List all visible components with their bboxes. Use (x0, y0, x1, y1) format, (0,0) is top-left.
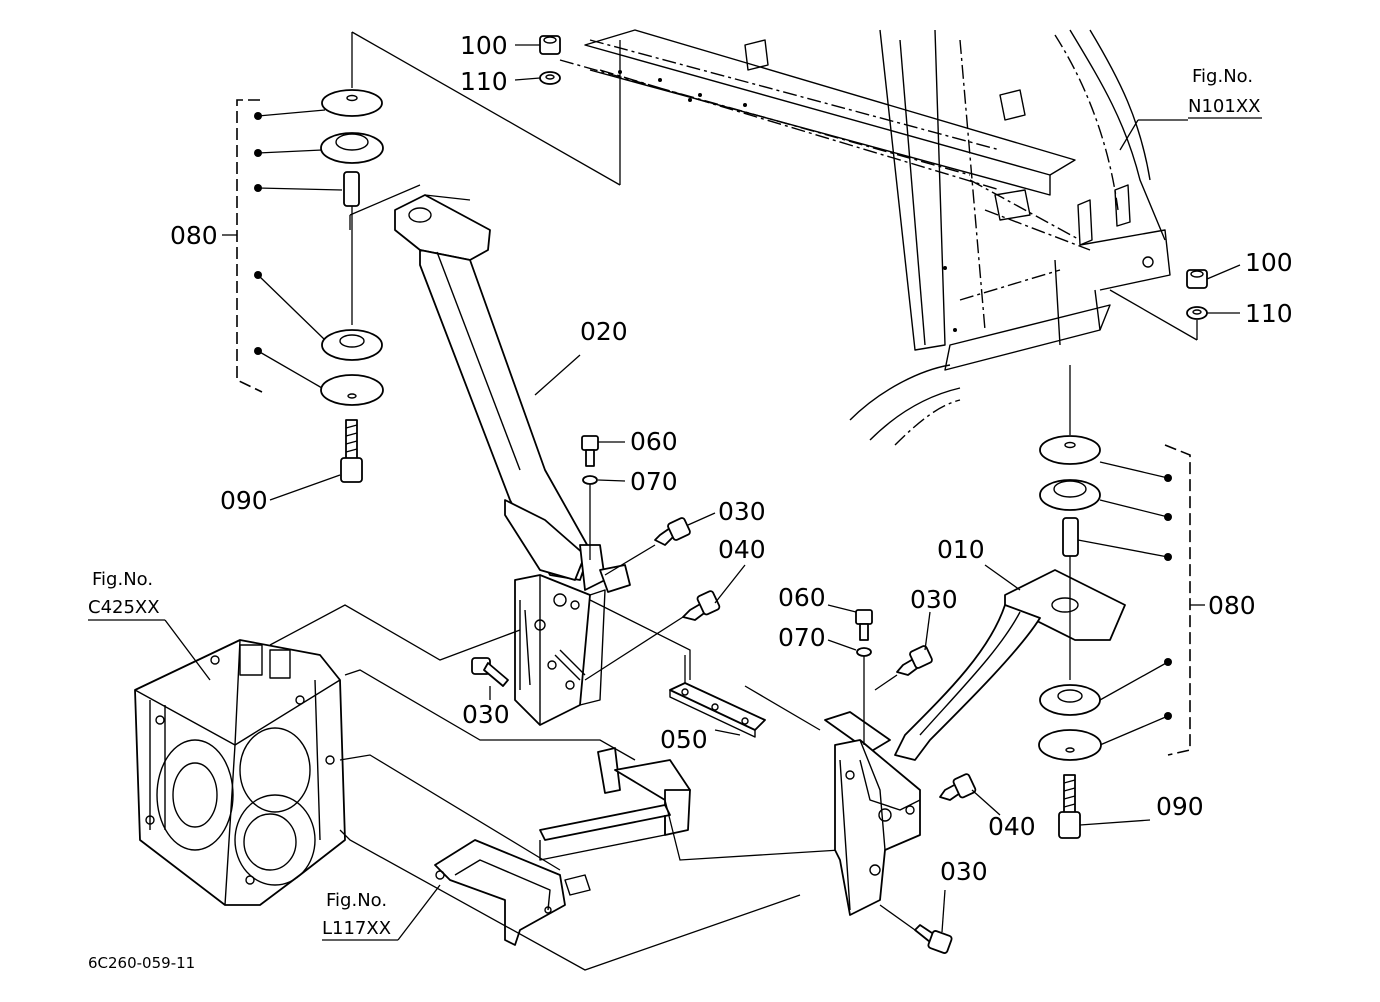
bolt-030-upper (604, 517, 691, 576)
label-010: 010 (937, 535, 985, 564)
diagram-code: 6C260-059-11 (88, 954, 195, 972)
lower-frame (434, 747, 691, 946)
bolt-040-right (939, 773, 977, 801)
nut-100-top (514, 35, 561, 85)
bracket-010 (824, 569, 1126, 916)
label-030-right-upper: 030 (910, 585, 958, 614)
bolt-030-lower-left (471, 657, 509, 687)
label-030-bottom-right: 030 (940, 857, 988, 886)
ref-n101-title: Fig.No. (1192, 66, 1253, 87)
label-090-left: 090 (220, 486, 268, 515)
label-060-left: 060 (630, 427, 678, 456)
bolt-030-bottom-right (879, 904, 953, 954)
label-070-left: 070 (630, 467, 678, 496)
ref-c425-code: C425XX (88, 597, 160, 618)
strap-050 (669, 655, 821, 738)
label-080-right: 080 (1208, 591, 1256, 620)
label-110-right: 110 (1245, 299, 1293, 328)
ref-l117-code: L117XX (322, 918, 391, 939)
cab-frame (559, 29, 1171, 446)
left-mount-stack (222, 31, 621, 483)
label-040-middle: 040 (718, 535, 766, 564)
label-100-top: 100 (460, 31, 508, 60)
label-030-lower-left: 030 (462, 700, 510, 729)
bolt-040-middle (584, 590, 721, 681)
label-090-right: 090 (1156, 792, 1204, 821)
leader-lines (88, 119, 1188, 941)
label-060-right: 060 (778, 583, 826, 612)
ref-n101-code: N101XX (1188, 96, 1260, 117)
label-110-top: 110 (460, 67, 508, 96)
label-040-right: 040 (988, 812, 1036, 841)
label-080-left: 080 (170, 221, 218, 250)
bolt-060-right (855, 609, 873, 745)
ref-l117-title: Fig.No. (326, 890, 387, 911)
bracket-020 (394, 194, 631, 726)
label-050: 050 (660, 725, 708, 754)
label-020: 020 (580, 317, 628, 346)
label-070-right: 070 (778, 623, 826, 652)
bolt-060-left (581, 435, 599, 560)
label-030-upper: 030 (718, 497, 766, 526)
right-mount-stack (1038, 365, 1205, 839)
ref-c425-title: Fig.No. (92, 569, 153, 590)
clutch-housing (134, 639, 346, 906)
nut-100-right (1109, 264, 1241, 341)
label-100-right: 100 (1245, 248, 1293, 277)
bolt-030-right-upper (874, 645, 933, 691)
